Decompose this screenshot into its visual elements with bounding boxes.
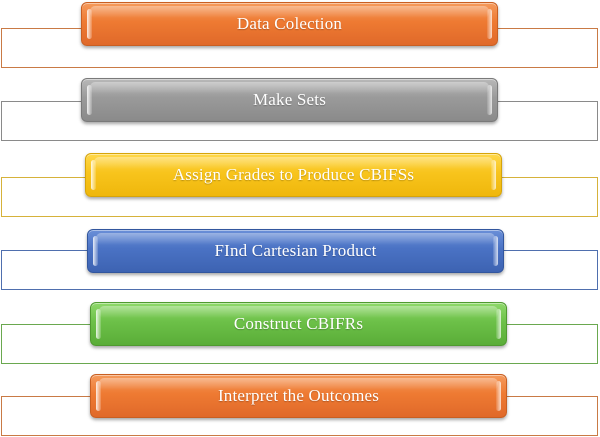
bar-left-cap	[87, 85, 92, 115]
bar-left-cap	[87, 9, 92, 39]
bar-right-cap	[487, 85, 492, 115]
bar-left-cap	[91, 160, 96, 190]
step-6-label: Interpret the Outcomes	[217, 386, 380, 405]
bar-right-cap	[496, 381, 501, 411]
bar-right-cap	[487, 9, 492, 39]
step-3-bar: Assign Grades to Produce CBIFSs	[85, 153, 502, 197]
bar-left-cap	[96, 309, 101, 339]
bar-right-cap	[493, 236, 498, 266]
step-1-bar: Data Colection	[81, 2, 498, 46]
step-1-label: Data Colection	[236, 14, 343, 33]
step-4-bar: FInd Cartesian Product	[87, 229, 504, 273]
step-5-bar: Construct CBIFRs	[90, 302, 507, 346]
bar-right-cap	[491, 160, 496, 190]
step-5-label: Construct CBIFRs	[233, 314, 364, 333]
step-2-bar: Make Sets	[81, 78, 498, 122]
step-3-label: Assign Grades to Produce CBIFSs	[172, 165, 415, 184]
step-6-bar: Interpret the Outcomes	[90, 374, 507, 418]
bar-left-cap	[93, 236, 98, 266]
step-4-label: FInd Cartesian Product	[214, 241, 377, 260]
step-2-label: Make Sets	[252, 90, 327, 109]
bar-right-cap	[496, 309, 501, 339]
bar-left-cap	[96, 381, 101, 411]
